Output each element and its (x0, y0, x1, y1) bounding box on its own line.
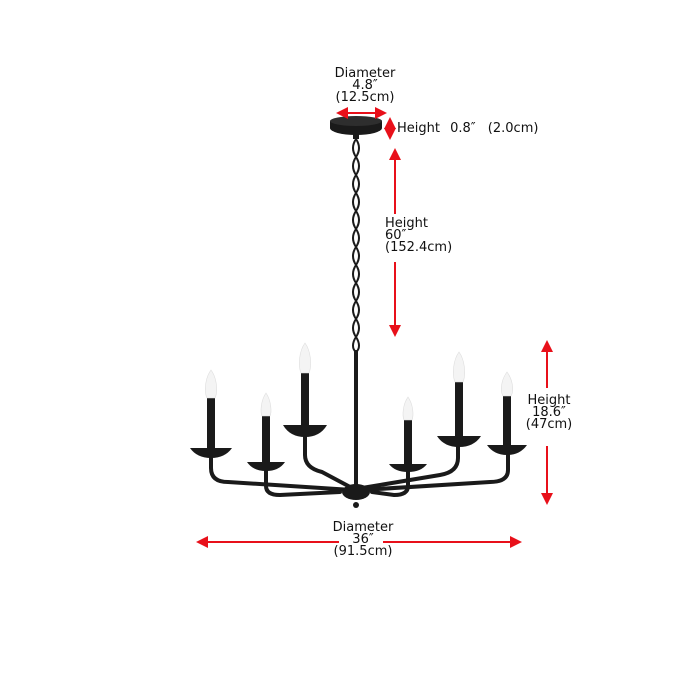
candles (190, 342, 527, 472)
arms (209, 430, 510, 498)
body-diameter-label: Diameter 36″ (91.5cm) (328, 520, 398, 559)
dimension-lines (196, 107, 553, 548)
canopy-diameter-title: Diameter (334, 66, 396, 81)
body-diameter-metric: (91.5cm) (333, 544, 393, 559)
body-height-label: Height 18.6″ (47cm) (524, 393, 574, 432)
canopy-height-metric: (2.0cm) (487, 121, 539, 136)
body-diameter-title: Diameter (332, 520, 394, 535)
canopy-height-title: Height (397, 121, 440, 136)
chain-height-metric: (152.4cm) (385, 240, 453, 255)
canopy-diameter-label: Diameter 4.8″ (12.5cm) (328, 66, 402, 105)
body-height-imperial: 18.6″ (532, 405, 566, 420)
chain-height-imperial: 60″ (385, 228, 407, 243)
chain (352, 138, 360, 353)
center-hub (342, 484, 370, 508)
canopy (330, 116, 382, 139)
canopy-height-imperial: 0.8″ (450, 121, 476, 136)
chain-height-title: Height (385, 216, 428, 231)
body-height-metric: (47cm) (525, 417, 573, 432)
body-diameter-imperial: 36″ (352, 532, 374, 547)
canopy-diameter-imperial: 4.8″ (352, 78, 378, 93)
canopy-height-label: Height 0.8″ (2.0cm) (397, 121, 539, 136)
body-height-title: Height (527, 393, 571, 408)
center-rod (354, 350, 358, 490)
canopy-diameter-metric: (12.5cm) (335, 90, 395, 105)
chain-height-label: Height 60″ (152.4cm) (385, 216, 453, 255)
